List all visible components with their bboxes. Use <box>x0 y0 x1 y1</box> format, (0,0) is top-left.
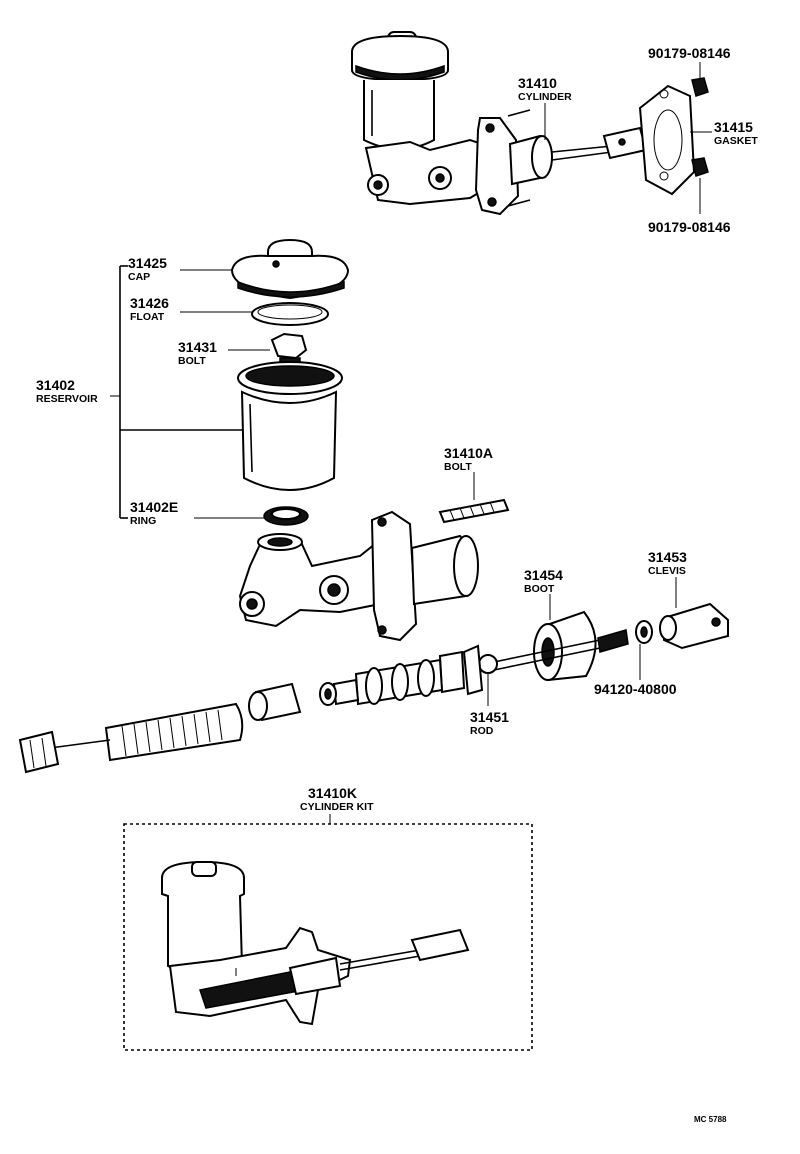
label-clevis: 31453 CLEVIS <box>648 549 687 577</box>
cap-part-number: 31425 <box>128 255 167 271</box>
bolt-31410a-part <box>438 472 510 524</box>
nut-part-number: 94120-40800 <box>594 681 677 697</box>
piston-assembly-part <box>319 644 484 706</box>
bolt-top-1-part-number: 90179-08146 <box>648 45 731 61</box>
rod-part <box>478 629 629 706</box>
boot-part-name: BOOT <box>524 583 555 595</box>
label-bolt-31431: 31431 BOLT <box>178 339 217 367</box>
label-cylinder: 31410 CYLINDER <box>518 75 572 103</box>
bolt-31410a-part-name: BOLT <box>444 461 472 473</box>
label-cylinder-kit: 31410K CYLINDER KIT <box>300 785 374 813</box>
label-nut: 94120-40800 <box>594 681 677 697</box>
ring-part <box>263 506 309 526</box>
reservoir-bracket <box>110 265 270 519</box>
label-boot: 31454 BOOT <box>524 567 563 595</box>
float-part-number: 31426 <box>130 295 169 311</box>
cylinder-body-part <box>238 510 479 642</box>
diagram-reference-code: MC 5788 <box>694 1115 727 1124</box>
nut-part <box>635 620 653 680</box>
label-bolt-top-2: 90179-08146 <box>648 219 731 235</box>
rod-part-number: 31451 <box>470 709 509 725</box>
label-reservoir: 31402 RESERVOIR <box>36 377 98 405</box>
reservoir-part-number: 31402 <box>36 377 75 393</box>
cylinder-kit-box <box>123 814 533 1051</box>
ring-part-name: RING <box>130 515 156 527</box>
bolt-31410a-part-number: 31410A <box>444 445 493 461</box>
ring-part-number: 31402E <box>130 499 178 515</box>
rod-part-name: ROD <box>470 725 494 737</box>
cylinder-kit-part-name: CYLINDER KIT <box>300 801 374 813</box>
spring-part <box>18 702 244 774</box>
cylinder-part-number: 31410 <box>518 75 557 91</box>
clevis-part <box>659 577 729 650</box>
boot-part <box>533 594 597 682</box>
boot-part-number: 31454 <box>524 567 563 583</box>
bolt-31431-part-number: 31431 <box>178 339 217 355</box>
cylinder-part-name: CYLINDER <box>518 91 572 103</box>
label-float: 31426 FLOAT <box>130 295 169 323</box>
float-part-name: FLOAT <box>130 311 165 323</box>
label-gasket: 31415 GASKET <box>714 119 758 147</box>
secondary-piston-part <box>248 682 302 722</box>
assembled-master-cylinder <box>351 31 709 216</box>
cap-part-name: CAP <box>128 271 150 283</box>
bolt-top-2-part-number: 90179-08146 <box>648 219 731 235</box>
reservoir-part <box>237 361 343 491</box>
label-cap: 31425 CAP <box>128 255 167 283</box>
gasket-part-name: GASKET <box>714 135 758 147</box>
cylinder-kit-part-number: 31410K <box>308 785 357 801</box>
leader-lines-top <box>544 62 712 214</box>
cap-part <box>230 238 350 300</box>
clevis-part-name: CLEVIS <box>648 565 686 577</box>
gasket-part-number: 31415 <box>714 119 753 135</box>
label-ring: 31402E RING <box>130 499 178 527</box>
label-bolt-top-1: 90179-08146 <box>648 45 731 61</box>
float-part <box>251 302 329 326</box>
bolt-31431-part-name: BOLT <box>178 355 206 367</box>
label-rod: 31451 ROD <box>470 709 509 737</box>
reservoir-part-name: RESERVOIR <box>36 393 98 405</box>
label-bolt-31410a: 31410A BOLT <box>444 445 493 473</box>
clevis-part-number: 31453 <box>648 549 687 565</box>
